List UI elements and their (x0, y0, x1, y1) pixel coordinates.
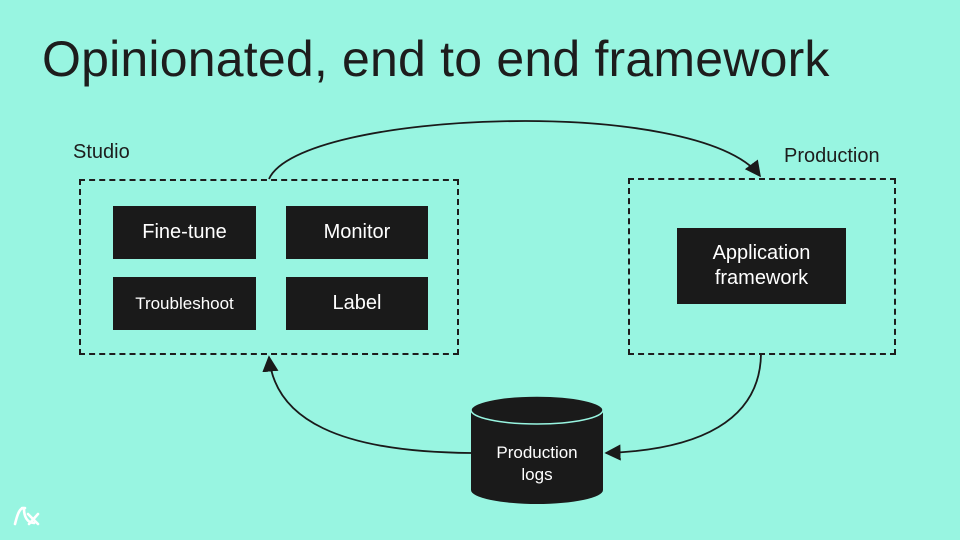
production-logs-line1: Production (496, 443, 578, 462)
studio-zone (79, 179, 459, 355)
monitor-box: Monitor (286, 206, 428, 259)
production-logs-database-icon (470, 395, 604, 504)
production-logs-label: Production logs (471, 442, 603, 486)
production-to-logs-arrow (604, 353, 762, 461)
troubleshoot-box: Troubleshoot (113, 277, 256, 330)
studio-to-production-arrow (268, 120, 761, 180)
production-label: Production (784, 145, 880, 167)
application-framework-box: Application framework (677, 228, 846, 304)
application-framework-line2: framework (714, 267, 809, 289)
slide-title: Opinionated, end to end framework (42, 31, 830, 87)
application-framework-line1: Application (712, 242, 811, 264)
brand-logo-icon (13, 506, 40, 526)
logs-to-studio-arrow (262, 355, 472, 454)
studio-label: Studio (73, 141, 130, 163)
production-logs-line2: logs (521, 465, 553, 484)
fine-tune-box: Fine-tune (113, 206, 256, 259)
label-box: Label (286, 277, 428, 330)
production-zone (628, 178, 896, 355)
